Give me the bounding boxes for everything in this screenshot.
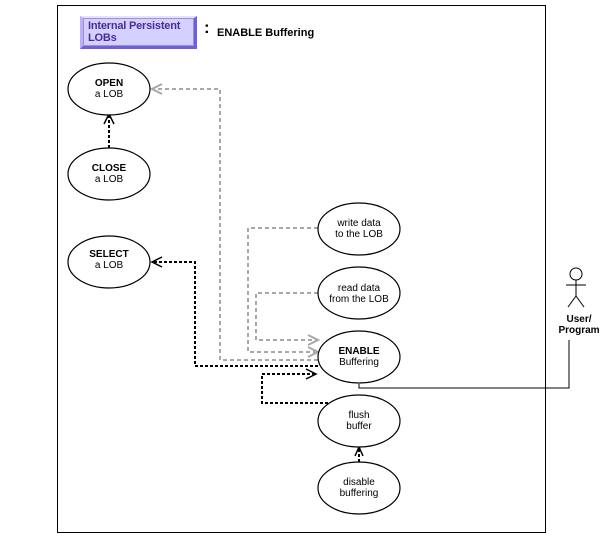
actor-label-line2: Program <box>558 325 600 336</box>
use-case-enable[interactable] <box>317 330 401 384</box>
package-label-box: Internal Persistent LOBs <box>80 16 197 49</box>
connector-flush-enable <box>261 373 328 404</box>
diagram-title: ENABLE Buffering <box>217 27 315 39</box>
arrowhead-enable-3 <box>305 368 318 380</box>
connector-read-enable <box>255 292 318 341</box>
label-line1: disable <box>343 477 375 488</box>
use-case-flush[interactable] <box>317 394 401 448</box>
use-case-open[interactable] <box>67 62 151 116</box>
label-line2: from the LOB <box>329 294 389 305</box>
label-line1: ENABLE <box>338 346 380 357</box>
arrowhead-open <box>149 83 163 95</box>
connector-write-enable <box>247 227 318 353</box>
title-separator: : <box>204 18 210 37</box>
label-line2: buffering <box>339 488 379 499</box>
use-case-read[interactable] <box>317 266 401 320</box>
package-label: Internal Persistent LOBs <box>88 20 181 44</box>
label-line2: buffer <box>346 421 372 432</box>
use-case-write[interactable] <box>317 202 401 256</box>
actor-label: User/Program <box>556 314 601 336</box>
use-case-close[interactable] <box>67 147 151 201</box>
label-line1: OPEN <box>94 78 124 89</box>
label-line1: CLOSE <box>91 163 127 174</box>
label-line1: flush <box>348 410 370 421</box>
use-case-select[interactable] <box>67 235 151 289</box>
label-line2: Buffering <box>339 357 379 368</box>
arrowhead-select <box>150 256 163 268</box>
label-line2: to the LOB <box>335 229 383 240</box>
arrowhead-enable-1 <box>307 346 321 358</box>
connector-enable-open <box>152 88 318 361</box>
label-line2: a LOB <box>94 260 124 271</box>
arrowhead-enable-2 <box>307 334 321 346</box>
stick-figure-icon <box>566 267 586 308</box>
label-line2: a LOB <box>94 174 124 185</box>
use-case-disable[interactable] <box>317 461 401 515</box>
actor-label-line1: User/ <box>566 314 592 325</box>
diagram-frame <box>57 5 546 533</box>
connector-actor-enable <box>358 340 570 389</box>
label-line1: SELECT <box>89 249 129 260</box>
label-line1: write data <box>337 218 381 229</box>
connector-enable-select <box>152 261 318 367</box>
label-line2: a LOB <box>94 89 124 100</box>
label-line1: read data <box>337 283 381 294</box>
